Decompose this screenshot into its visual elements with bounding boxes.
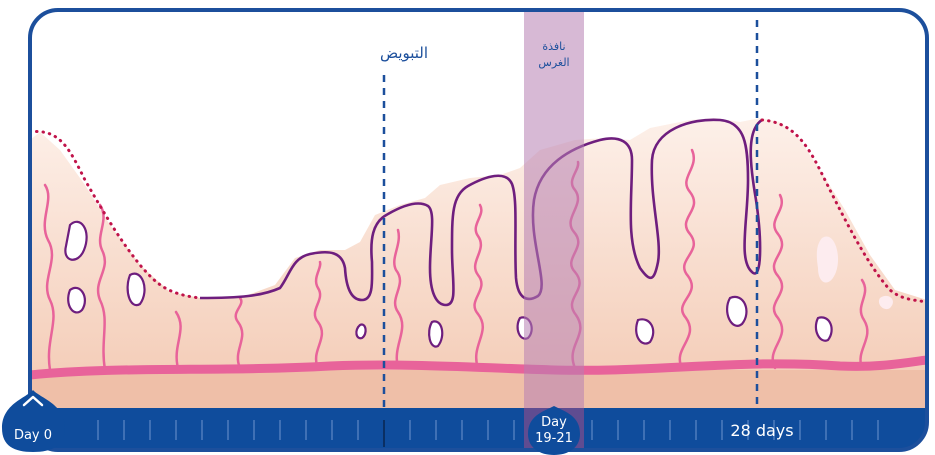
ovulation-label: التبويض [380, 44, 428, 62]
implantation-window-label-line2: الغرس [538, 56, 569, 69]
implantation-day-label-line1: Day [541, 415, 567, 430]
implantation-window-label-line1: نافذة [542, 40, 565, 53]
implantation-window-band [524, 10, 584, 410]
day0-label: Day 0 [14, 428, 52, 443]
implantation-day-label-line2: 19-21 [535, 431, 573, 446]
cycle-end-label: 28 days [730, 421, 793, 440]
